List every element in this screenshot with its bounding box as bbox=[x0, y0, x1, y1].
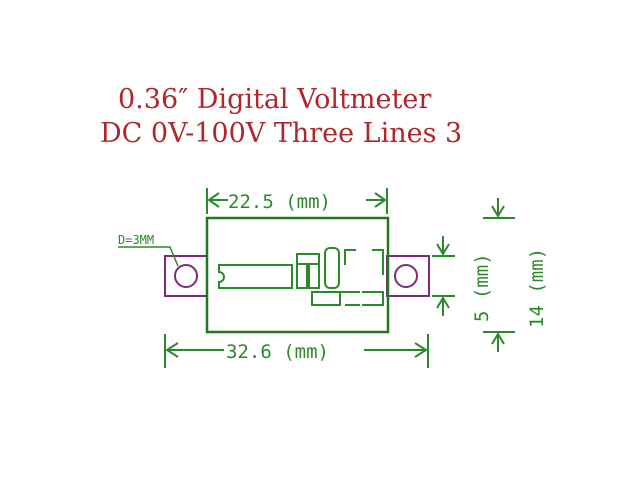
display-segments bbox=[218, 247, 384, 306]
top-width-label: 22.5 (mm) bbox=[228, 191, 331, 213]
hole-callout: D=3MM bbox=[118, 233, 179, 267]
mounting-tab-right bbox=[386, 255, 430, 297]
top-dimension bbox=[206, 188, 388, 214]
tab-height-label: 5 (mm) bbox=[471, 253, 493, 322]
mounting-hole-left bbox=[174, 264, 198, 288]
bottom-dimension bbox=[164, 334, 429, 368]
title-line-2: DC 0V-100V Three Lines 3 bbox=[100, 118, 463, 149]
title-line-1: 0.36″ Digital Voltmeter bbox=[118, 84, 432, 115]
mounting-hole-right bbox=[394, 264, 418, 288]
total-height-dimension bbox=[483, 198, 515, 352]
total-height-label: 14 (mm) bbox=[526, 248, 548, 328]
bottom-width-label: 32.6 (mm) bbox=[226, 341, 329, 363]
pcb-body bbox=[205, 216, 390, 334]
tab-height-dimension bbox=[432, 236, 455, 316]
mounting-tab-left bbox=[164, 255, 208, 297]
hole-label: D=3MM bbox=[118, 233, 154, 247]
